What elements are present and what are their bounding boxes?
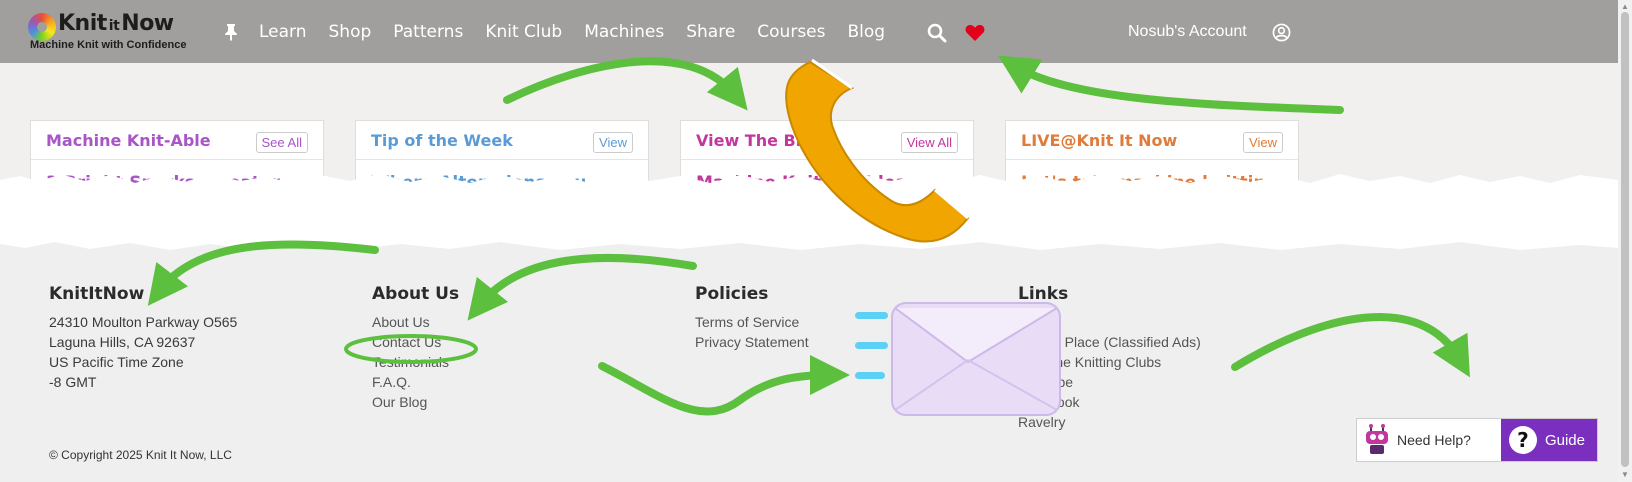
divider [356,159,648,160]
need-help-label: Need Help? [1397,432,1471,448]
divider [31,159,323,160]
footer-policies: Policies Terms of Service Privacy Statem… [695,284,809,352]
scroll-thumb[interactable] [1621,12,1629,467]
logo-tagline: Machine Knit with Confidence [30,39,187,51]
nav-machines[interactable]: Machines [584,21,665,42]
link-clubs[interactable]: Machine Knitting Clubs [1018,354,1162,370]
divider [1006,159,1298,160]
link-ravelry[interactable]: Ravelry [1018,414,1066,430]
arrow-to-heart [997,55,1344,114]
guide-label: Guide [1544,431,1585,449]
question-icon: ? [1508,426,1537,454]
link-faq[interactable]: F.A.Q. [372,374,411,390]
link-terms[interactable]: Terms of Service [695,314,800,330]
link-our-blog[interactable]: Our Blog [372,394,428,410]
link-privacy[interactable]: Privacy Statement [695,334,809,350]
guide-button[interactable]: ? Guide [1500,419,1597,461]
card-title: Tip of the Week [371,131,513,150]
view-all-button[interactable]: View All [900,132,958,153]
link-market-place[interactable]: Market Place (Classified Ads) [1018,334,1201,350]
nav-blog[interactable]: Blog [847,21,886,42]
search-icon[interactable] [927,23,947,43]
card-title: View The Bl [696,131,802,150]
torn-edge-divider [0,174,1618,256]
timezone-line: US Pacific Time Zone [49,354,184,370]
robot-icon [1357,419,1397,461]
help-widget[interactable]: Need Help? ? Guide [1356,418,1598,462]
footer-links: Links Library Market Place (Classified A… [1018,284,1201,432]
card-title: Machine Knit-Able [46,131,211,150]
link-facebook[interactable]: Facebook [1018,394,1080,410]
main-nav: Learn Shop Patterns Knit Club Machines S… [259,0,907,63]
link-contact-us[interactable]: Contact Us [372,334,442,350]
page-scrollbar[interactable]: ▲ ▼ [1618,0,1632,482]
link-testimonials[interactable]: Testimonials [372,354,450,370]
nav-share[interactable]: Share [686,21,736,42]
heart-icon[interactable] [965,24,985,42]
address-line: 24310 Moulton Parkway O565 [49,314,238,330]
nav-courses[interactable]: Courses [757,21,826,42]
account-link[interactable]: Nosub's Account [1128,23,1247,40]
timezone-offset: -8 GMT [49,374,97,390]
view-button[interactable]: View [1243,132,1283,153]
footer-company-title: KnitItNow [49,284,145,304]
footer-company: KnitItNow 24310 Moulton Parkway O565 Lag… [49,284,237,392]
link-about-us[interactable]: About Us [372,314,430,330]
view-button[interactable]: View [593,132,633,153]
copyright-text: © Copyright 2025 Knit It Now, LLC [49,448,232,462]
yarn-logo-icon [28,13,56,41]
see-all-button[interactable]: See All [255,132,308,153]
nav-learn[interactable]: Learn [259,21,307,42]
footer-policies-title: Policies [695,284,769,304]
link-youtube[interactable]: YouTube [1018,374,1074,390]
scroll-up-arrow-icon[interactable]: ▲ [1621,2,1629,11]
user-circle-icon[interactable] [1272,23,1291,42]
footer-about: About Us About Us Contact Us Testimonial… [372,284,459,412]
card-title: LIVE@Knit It Now [1021,131,1178,150]
footer-links-title: Links [1018,284,1069,304]
link-library[interactable]: Library [1018,314,1061,330]
scroll-down-arrow-icon[interactable]: ▼ [1621,470,1629,479]
pin-icon[interactable] [222,23,240,41]
nav-shop[interactable]: Shop [328,21,372,42]
footer-about-title: About Us [372,284,460,304]
divider [681,159,973,160]
address-line: Laguna Hills, CA 92637 [49,334,196,350]
nav-knit-club[interactable]: Knit Club [485,21,563,42]
nav-patterns[interactable]: Patterns [393,21,464,42]
arrow-to-machines [503,57,748,111]
